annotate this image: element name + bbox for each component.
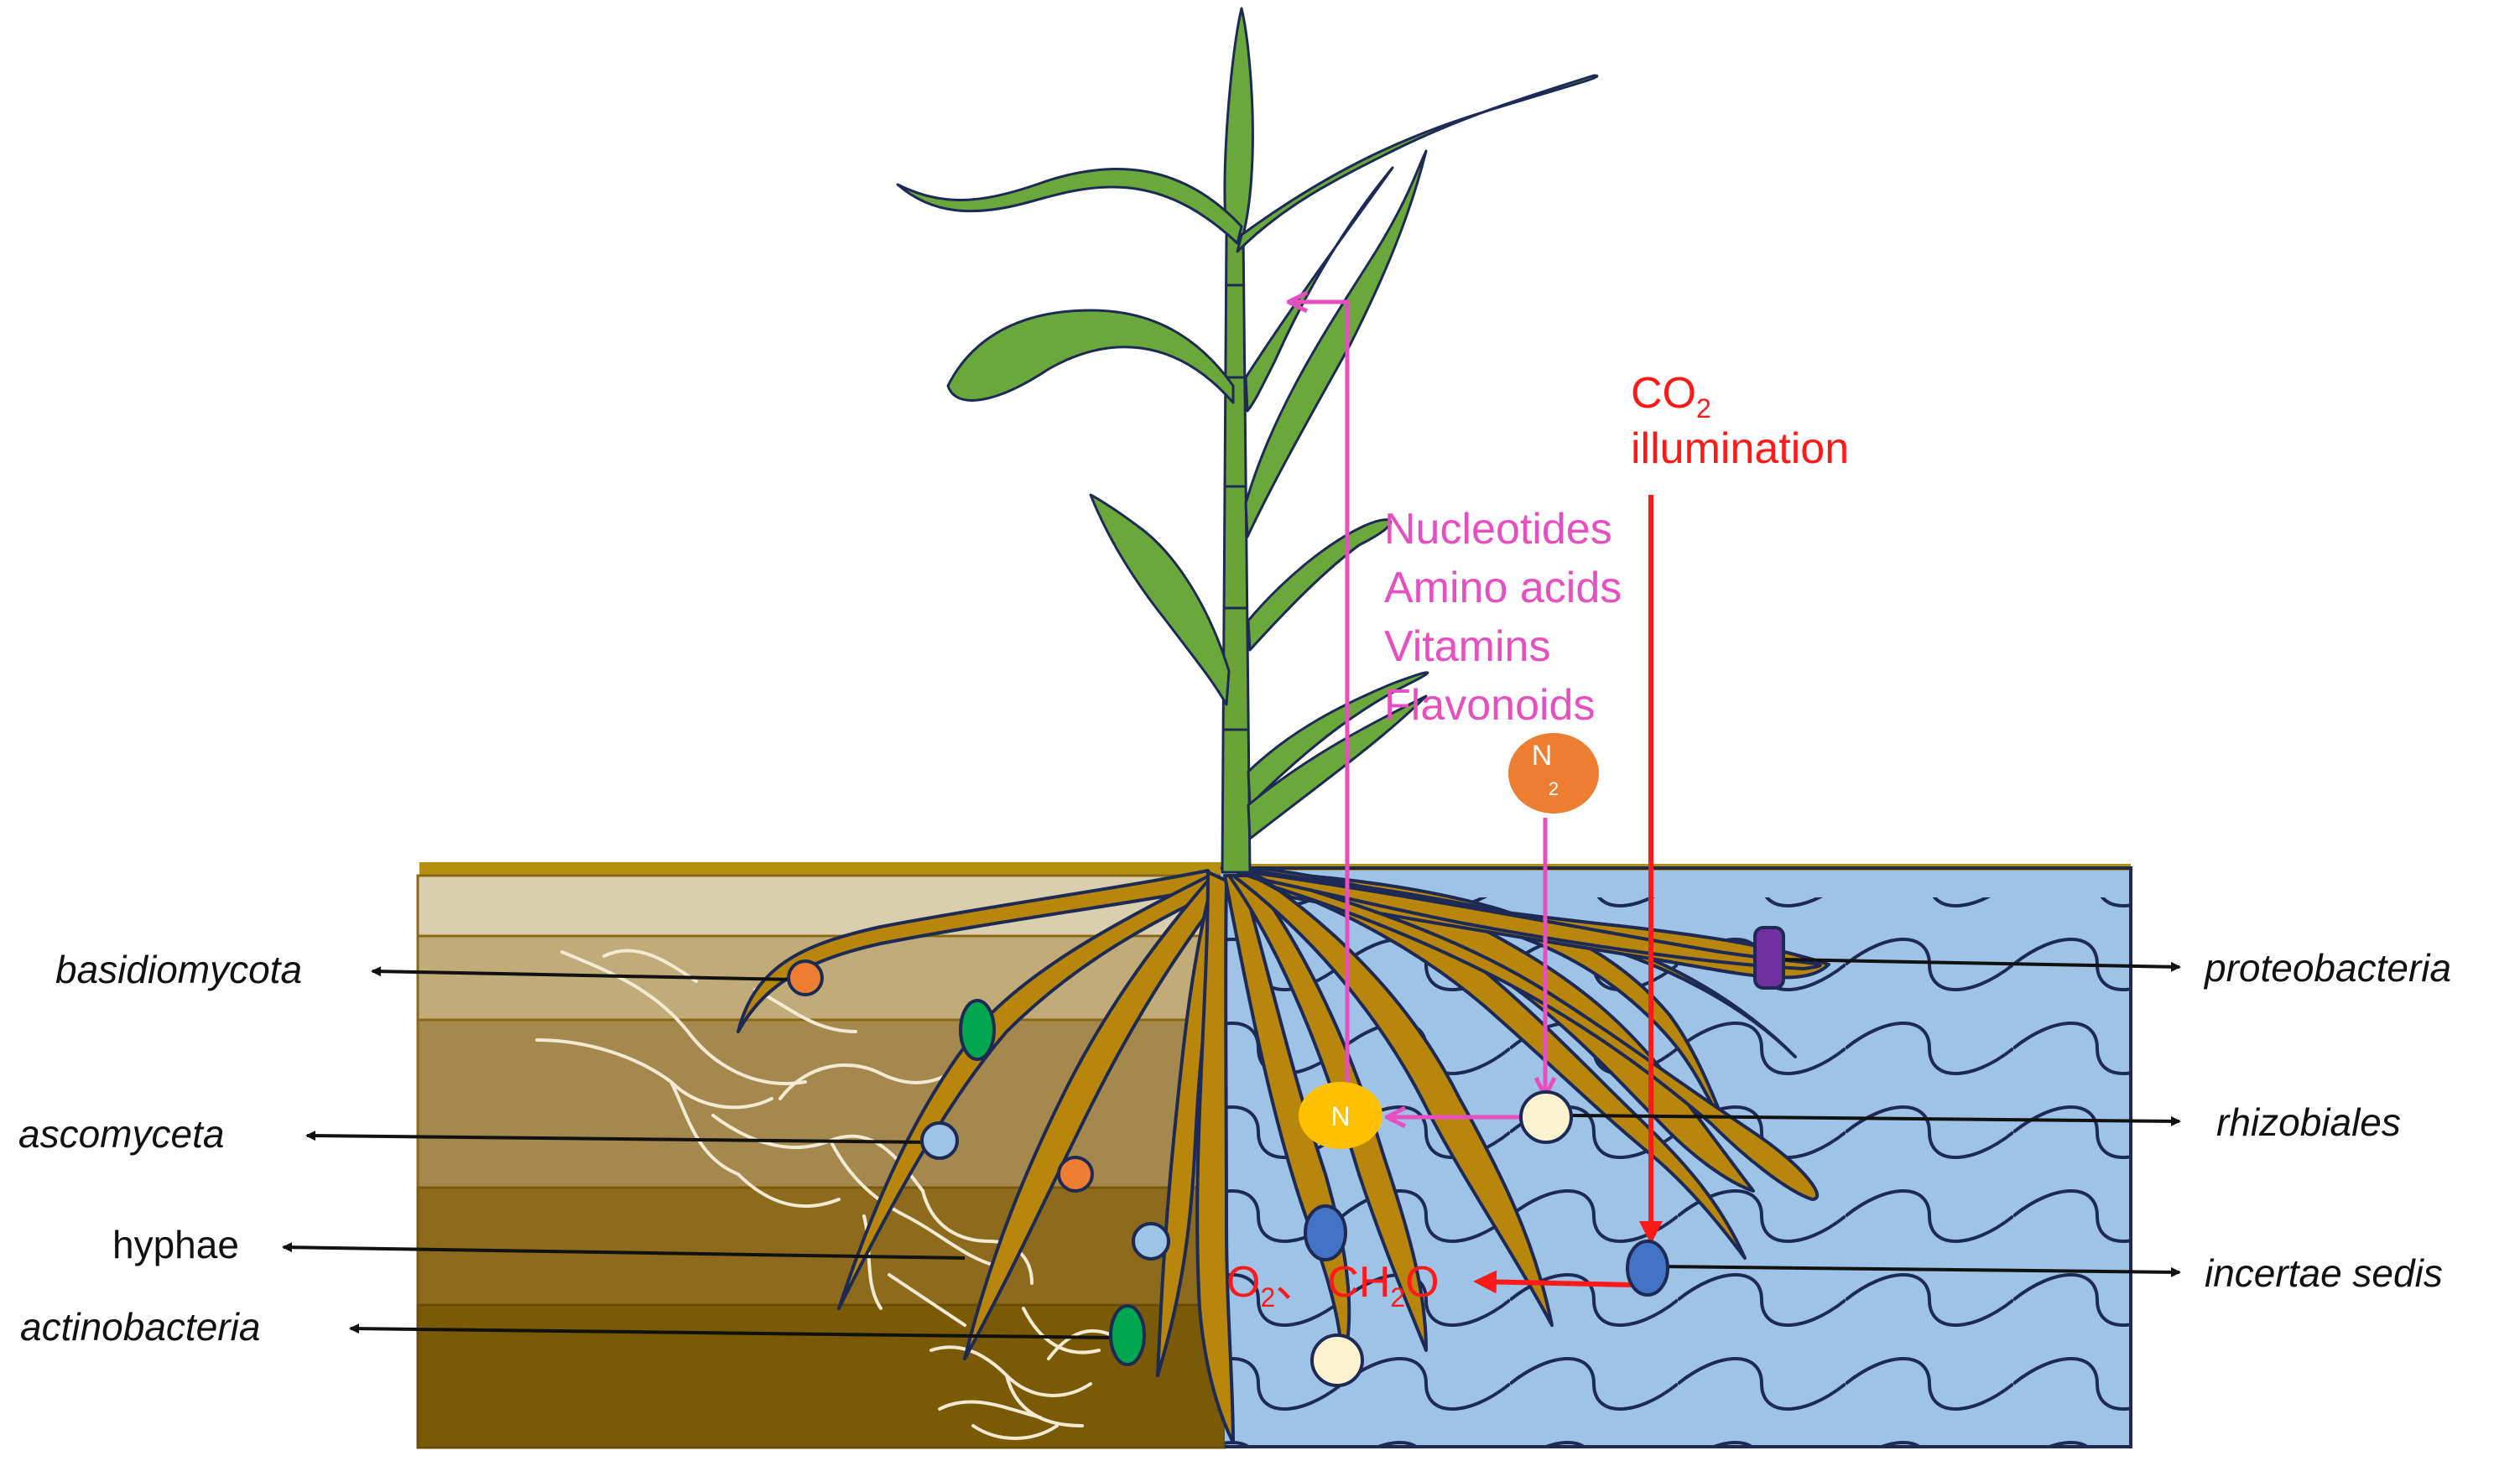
label-basidiomycota: basidiomycota [55, 948, 302, 991]
green-microbe-1 [959, 999, 996, 1061]
o2-ch2o-arrow [1473, 1270, 1632, 1294]
actinobacteria-node [1109, 1304, 1146, 1366]
metabolite-flavonoids: Flavonoids [1384, 681, 1595, 730]
ascomyceta-connector [305, 1131, 930, 1144]
metabolite-nucleotides: Nucleotides [1384, 505, 1612, 554]
metabolite-arrow [1290, 302, 1350, 1090]
leaf-mid-right [1244, 166, 1394, 413]
metabolite-amino-acids: Amino acids [1384, 564, 1622, 612]
leaf-right-long [1244, 149, 1428, 538]
incertae-sedis-node [1626, 1240, 1669, 1297]
rhizobiales-connector [1571, 1114, 2181, 1126]
n2-node [1508, 733, 1599, 814]
hyphae-connector [282, 1242, 966, 1260]
stem [1221, 227, 1252, 874]
hyphae-network [535, 949, 1126, 1440]
plant [896, 7, 1599, 874]
basidiomycota-connector [371, 966, 796, 981]
label-rhizobiales: rhizobiales [2216, 1100, 2401, 1144]
text-labels: basidiomycota ascomyceta hyphae actinoba… [18, 369, 2451, 1349]
stem-tip [1223, 7, 1254, 237]
leaf-mid-left [946, 309, 1235, 404]
blue-node-1 [1304, 1204, 1347, 1261]
metabolite-vitamins: Vitamins [1384, 622, 1550, 671]
incertae-sedis-connector [1656, 1265, 2181, 1277]
leaf-lower-left [1089, 493, 1231, 706]
n-label: N [1330, 1101, 1350, 1131]
proteobacteria-connector [1782, 958, 2181, 972]
leaf-upper-right [1236, 74, 1599, 253]
metabolite-transport [1290, 302, 1545, 1117]
actinobacteria-connector [349, 1323, 1115, 1339]
rhizobiales-node [1519, 1090, 1573, 1144]
stem-nodes [1223, 283, 1248, 731]
light-blue-node-2 [1132, 1222, 1170, 1261]
soil-top-rim [419, 862, 1225, 876]
illumination-label: illumination [1631, 424, 1849, 473]
leaf-lower-right [1247, 518, 1393, 652]
microbes [787, 733, 1785, 1387]
label-actinobacteria: actinobacteria [20, 1305, 260, 1349]
label-hyphae: hyphae [112, 1223, 239, 1266]
cream-node-2 [1310, 1334, 1364, 1387]
label-incertae-sedis: incertae sedis [2205, 1251, 2443, 1295]
n2-subscript: 2 [1549, 778, 1559, 799]
proteobacteria-node [1753, 926, 1785, 990]
o2-ch2o-label: O2、CH2O [1226, 1258, 1440, 1313]
leaf-base-right [1247, 694, 1428, 840]
co2-label: CO2 [1631, 369, 1711, 424]
leaf-bottom-right [1247, 671, 1429, 807]
ascomyceta-node [920, 1121, 959, 1160]
label-proteobacteria: proteobacteria [2203, 946, 2451, 990]
basidiomycota-node-2 [1057, 1156, 1094, 1193]
soil-layer-5 [416, 1303, 1226, 1449]
leaf-upper-left [896, 167, 1243, 245]
label-connectors [282, 958, 2181, 1339]
n2-label: N [1532, 740, 1553, 772]
label-ascomyceta: ascomyceta [18, 1112, 224, 1156]
n-node [1299, 1082, 1382, 1149]
basidiomycota-node-1 [787, 959, 824, 996]
